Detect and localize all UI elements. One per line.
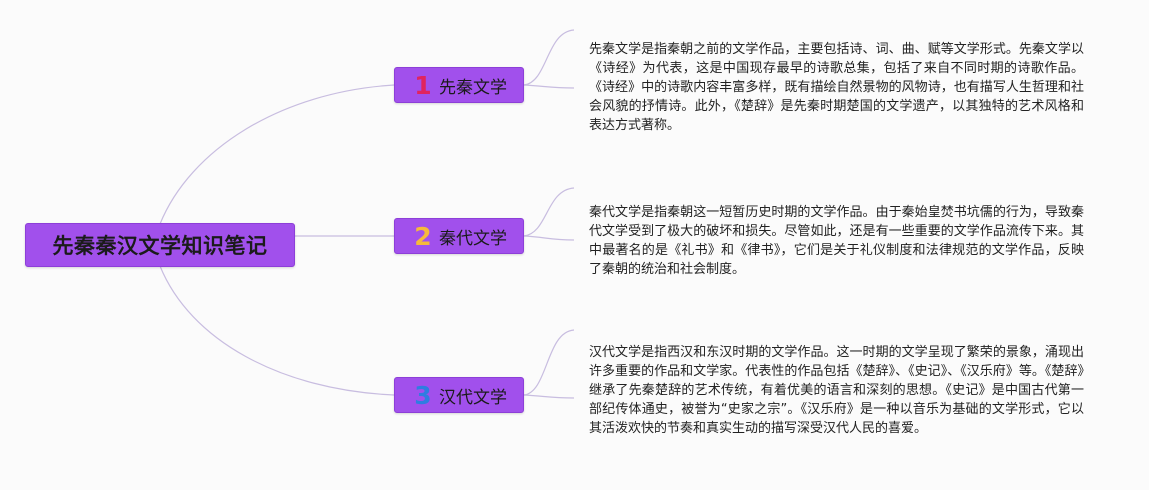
number-1-icon: 1	[414, 70, 432, 100]
branch-topic-qin[interactable]: 2 秦代文学	[394, 218, 524, 254]
number-2-icon: 2	[414, 221, 432, 251]
branch-3-to-note	[523, 329, 575, 396]
branch-1-to-note	[523, 29, 575, 86]
branch-label: 先秦文学	[439, 77, 507, 98]
note-pre-qin[interactable]: 先秦文学是指秦朝之前的文学作品，主要包括诗、词、曲、赋等文学形式。先秦文学以《诗…	[589, 42, 1084, 133]
branch-label: 秦代文学	[439, 228, 507, 249]
branch-label: 汉代文学	[439, 387, 507, 408]
branch-2-underline	[523, 235, 575, 241]
branch-2-to-note	[523, 187, 575, 237]
root-topic[interactable]: 先秦秦汉文学知识笔记	[25, 223, 295, 267]
note-qin[interactable]: 秦代文学是指秦朝这一短暂历史时期的文学作品。由于秦始皇焚书坑儒的行为，导致秦代文…	[589, 205, 1084, 277]
branch-topic-han[interactable]: 3 汉代文学	[394, 377, 524, 413]
number-3-icon: 3	[414, 380, 432, 410]
branch-topic-pre-qin[interactable]: 1 先秦文学	[394, 67, 524, 103]
note-han[interactable]: 汉代文学是指西汉和东汉时期的文学作品。这一时期的文学呈现了繁荣的景象，涌现出许多…	[589, 345, 1084, 436]
branch-1-underline	[523, 84, 575, 89]
root-to-branch-1	[159, 84, 395, 225]
root-title: 先秦秦汉文学知识笔记	[52, 234, 268, 258]
branch-3-underline	[523, 394, 575, 399]
root-to-branch-3	[159, 265, 395, 396]
